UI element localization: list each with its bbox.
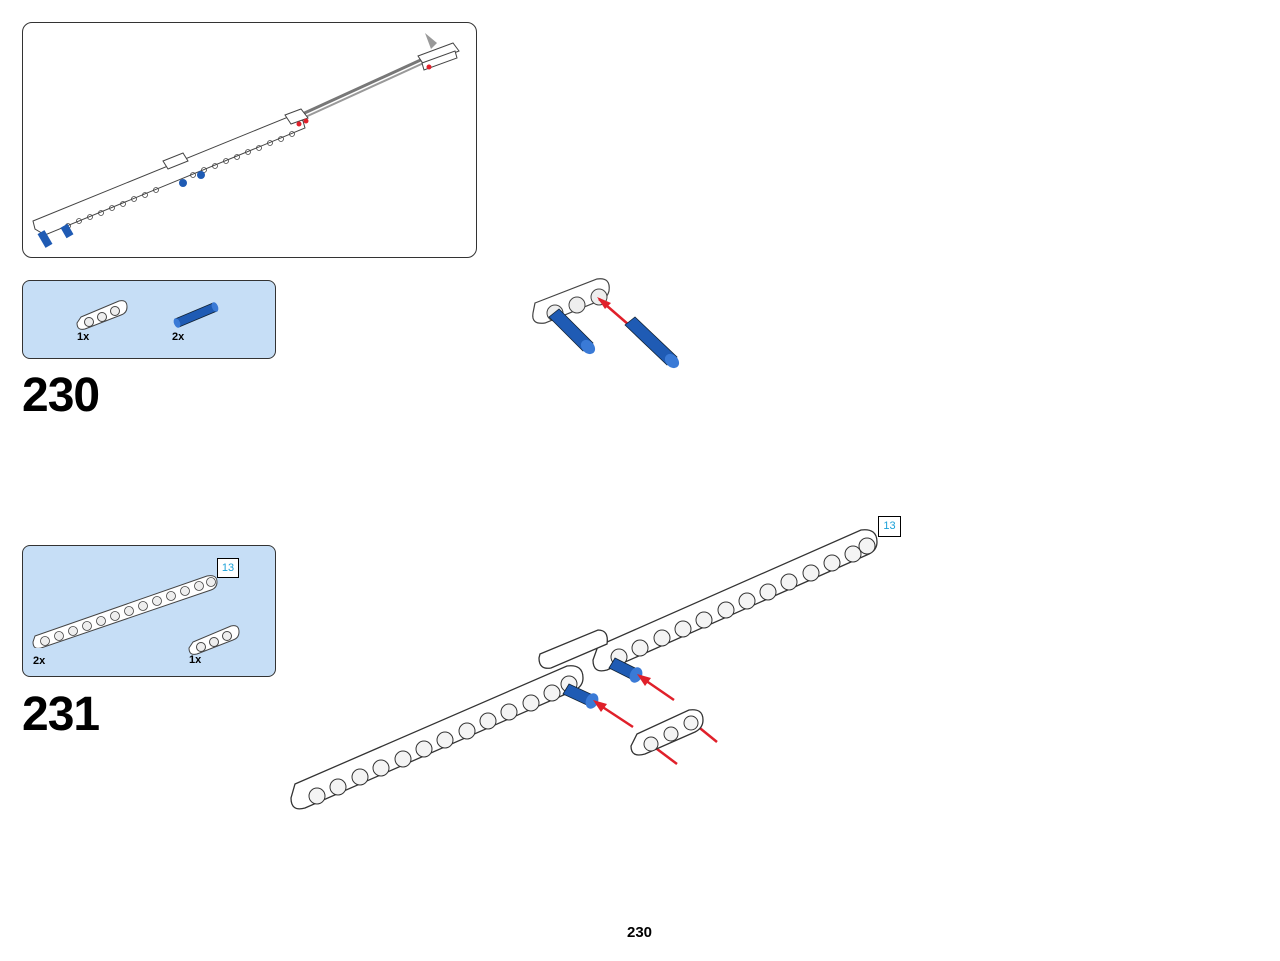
qty-label: 2x (172, 331, 185, 343)
beam-length-multiplier: 13 (217, 558, 239, 578)
assembly-preview-box (22, 22, 477, 258)
beam-3-icon (76, 300, 128, 330)
page-number: 230 (627, 924, 653, 941)
assembly-preview-illustration (32, 33, 460, 248)
step-number: 231 (22, 688, 100, 741)
step-231-illustration (290, 529, 878, 810)
qty-label: 1x (77, 331, 90, 343)
step-230-illustration (532, 278, 680, 369)
pin-blue-icon (173, 302, 219, 328)
parts-list-step-230: 1x 2x (22, 280, 276, 359)
beam-length-multiplier: 13 (878, 516, 901, 537)
qty-label: 1x (189, 654, 202, 666)
parts-list-step-231: 13 2x 1x (22, 545, 276, 677)
beam-13-icon (32, 575, 218, 648)
beam-3-icon (188, 625, 240, 655)
step-number: 230 (22, 369, 100, 422)
qty-label: 2x (33, 655, 46, 667)
